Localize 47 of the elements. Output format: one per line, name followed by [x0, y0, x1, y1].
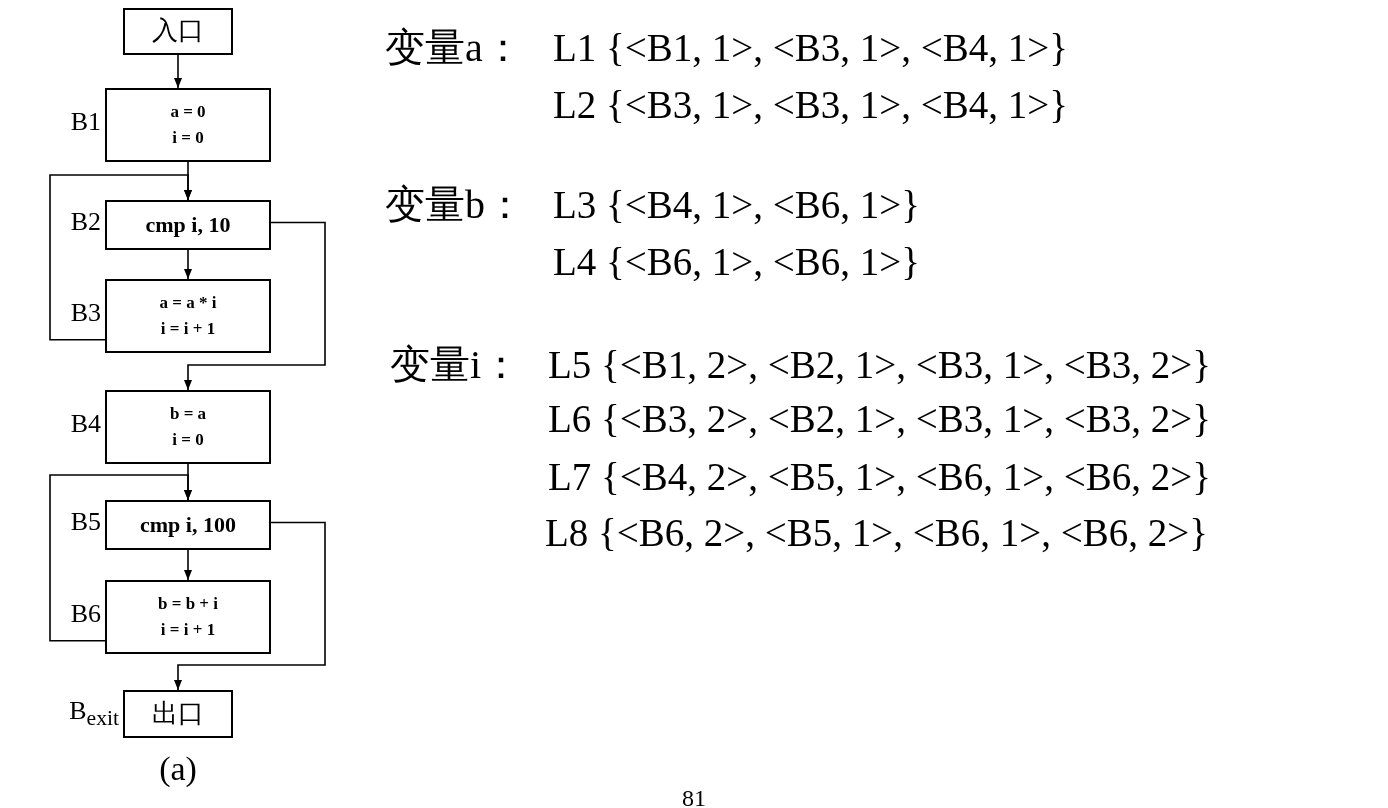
code-line: i = 0 — [172, 429, 204, 451]
code-block-box — [105, 390, 271, 464]
block-label: B3 — [70, 300, 101, 326]
block-label: B$_{exit}$ — [69, 698, 119, 730]
figure-caption: (a) — [159, 752, 197, 786]
code-line: a = a * i — [159, 291, 217, 314]
code-line: 出口 — [152, 697, 204, 730]
block-label: B4 — [70, 411, 101, 437]
liveness-set: L8 {<B6, 2>, <B5, 1>, <B6, 1>, <B6, 2>} — [545, 513, 1209, 552]
code-line: i = 0 — [172, 127, 204, 149]
liveness-set: L3 {<B4, 1>, <B6, 1>} — [553, 185, 920, 224]
block-label: B6 — [70, 601, 101, 627]
code-line: i = i + 1 — [160, 318, 216, 340]
liveness-set: L5 {<B1, 2>, <B2, 1>, <B3, 1>, <B3, 2>} — [548, 345, 1212, 384]
liveness-set: L6 {<B3, 2>, <B2, 1>, <B3, 1>, <B3, 2>} — [548, 399, 1212, 438]
block-label: B5 — [70, 509, 101, 535]
liveness-set: L1 {<B1, 1>, <B3, 1>, <B4, 1>} — [553, 28, 1069, 67]
code-line: 入口 — [152, 15, 204, 48]
variable-heading: 变量b： — [385, 185, 525, 225]
code-line: a = 0 — [170, 100, 206, 123]
block-label: B1 — [70, 109, 101, 135]
code-line: b = b + i — [158, 592, 218, 615]
block-label: B2 — [70, 209, 101, 235]
arrow — [184, 249, 192, 280]
arrow — [184, 221, 326, 391]
arrow — [174, 521, 326, 691]
code-block-box — [105, 500, 271, 550]
code-block-box — [105, 279, 271, 353]
variable-heading: 变量i： — [390, 345, 522, 385]
liveness-set: L2 {<B3, 1>, <B3, 1>, <B4, 1>} — [553, 85, 1069, 124]
arrow — [184, 549, 192, 581]
code-block-box — [105, 200, 271, 250]
code-line: i = i + 1 — [160, 619, 216, 641]
liveness-set: L7 {<B4, 2>, <B5, 1>, <B6, 1>, <B6, 2>} — [548, 457, 1212, 496]
code-block-box — [123, 690, 233, 738]
code-block-box — [123, 8, 233, 55]
code-line: cmp i, 10 — [145, 210, 231, 239]
page-number: 81 — [682, 786, 706, 808]
arrow — [49, 174, 192, 341]
variable-heading: 变量a： — [385, 28, 523, 68]
liveness-set: L4 {<B6, 1>, <B6, 1>} — [553, 242, 920, 281]
code-line: b = a — [169, 402, 207, 425]
code-block-box — [105, 580, 271, 654]
arrow — [49, 474, 192, 642]
code-line: cmp i, 100 — [140, 510, 236, 539]
arrow — [174, 54, 182, 89]
code-block-box — [105, 88, 271, 162]
